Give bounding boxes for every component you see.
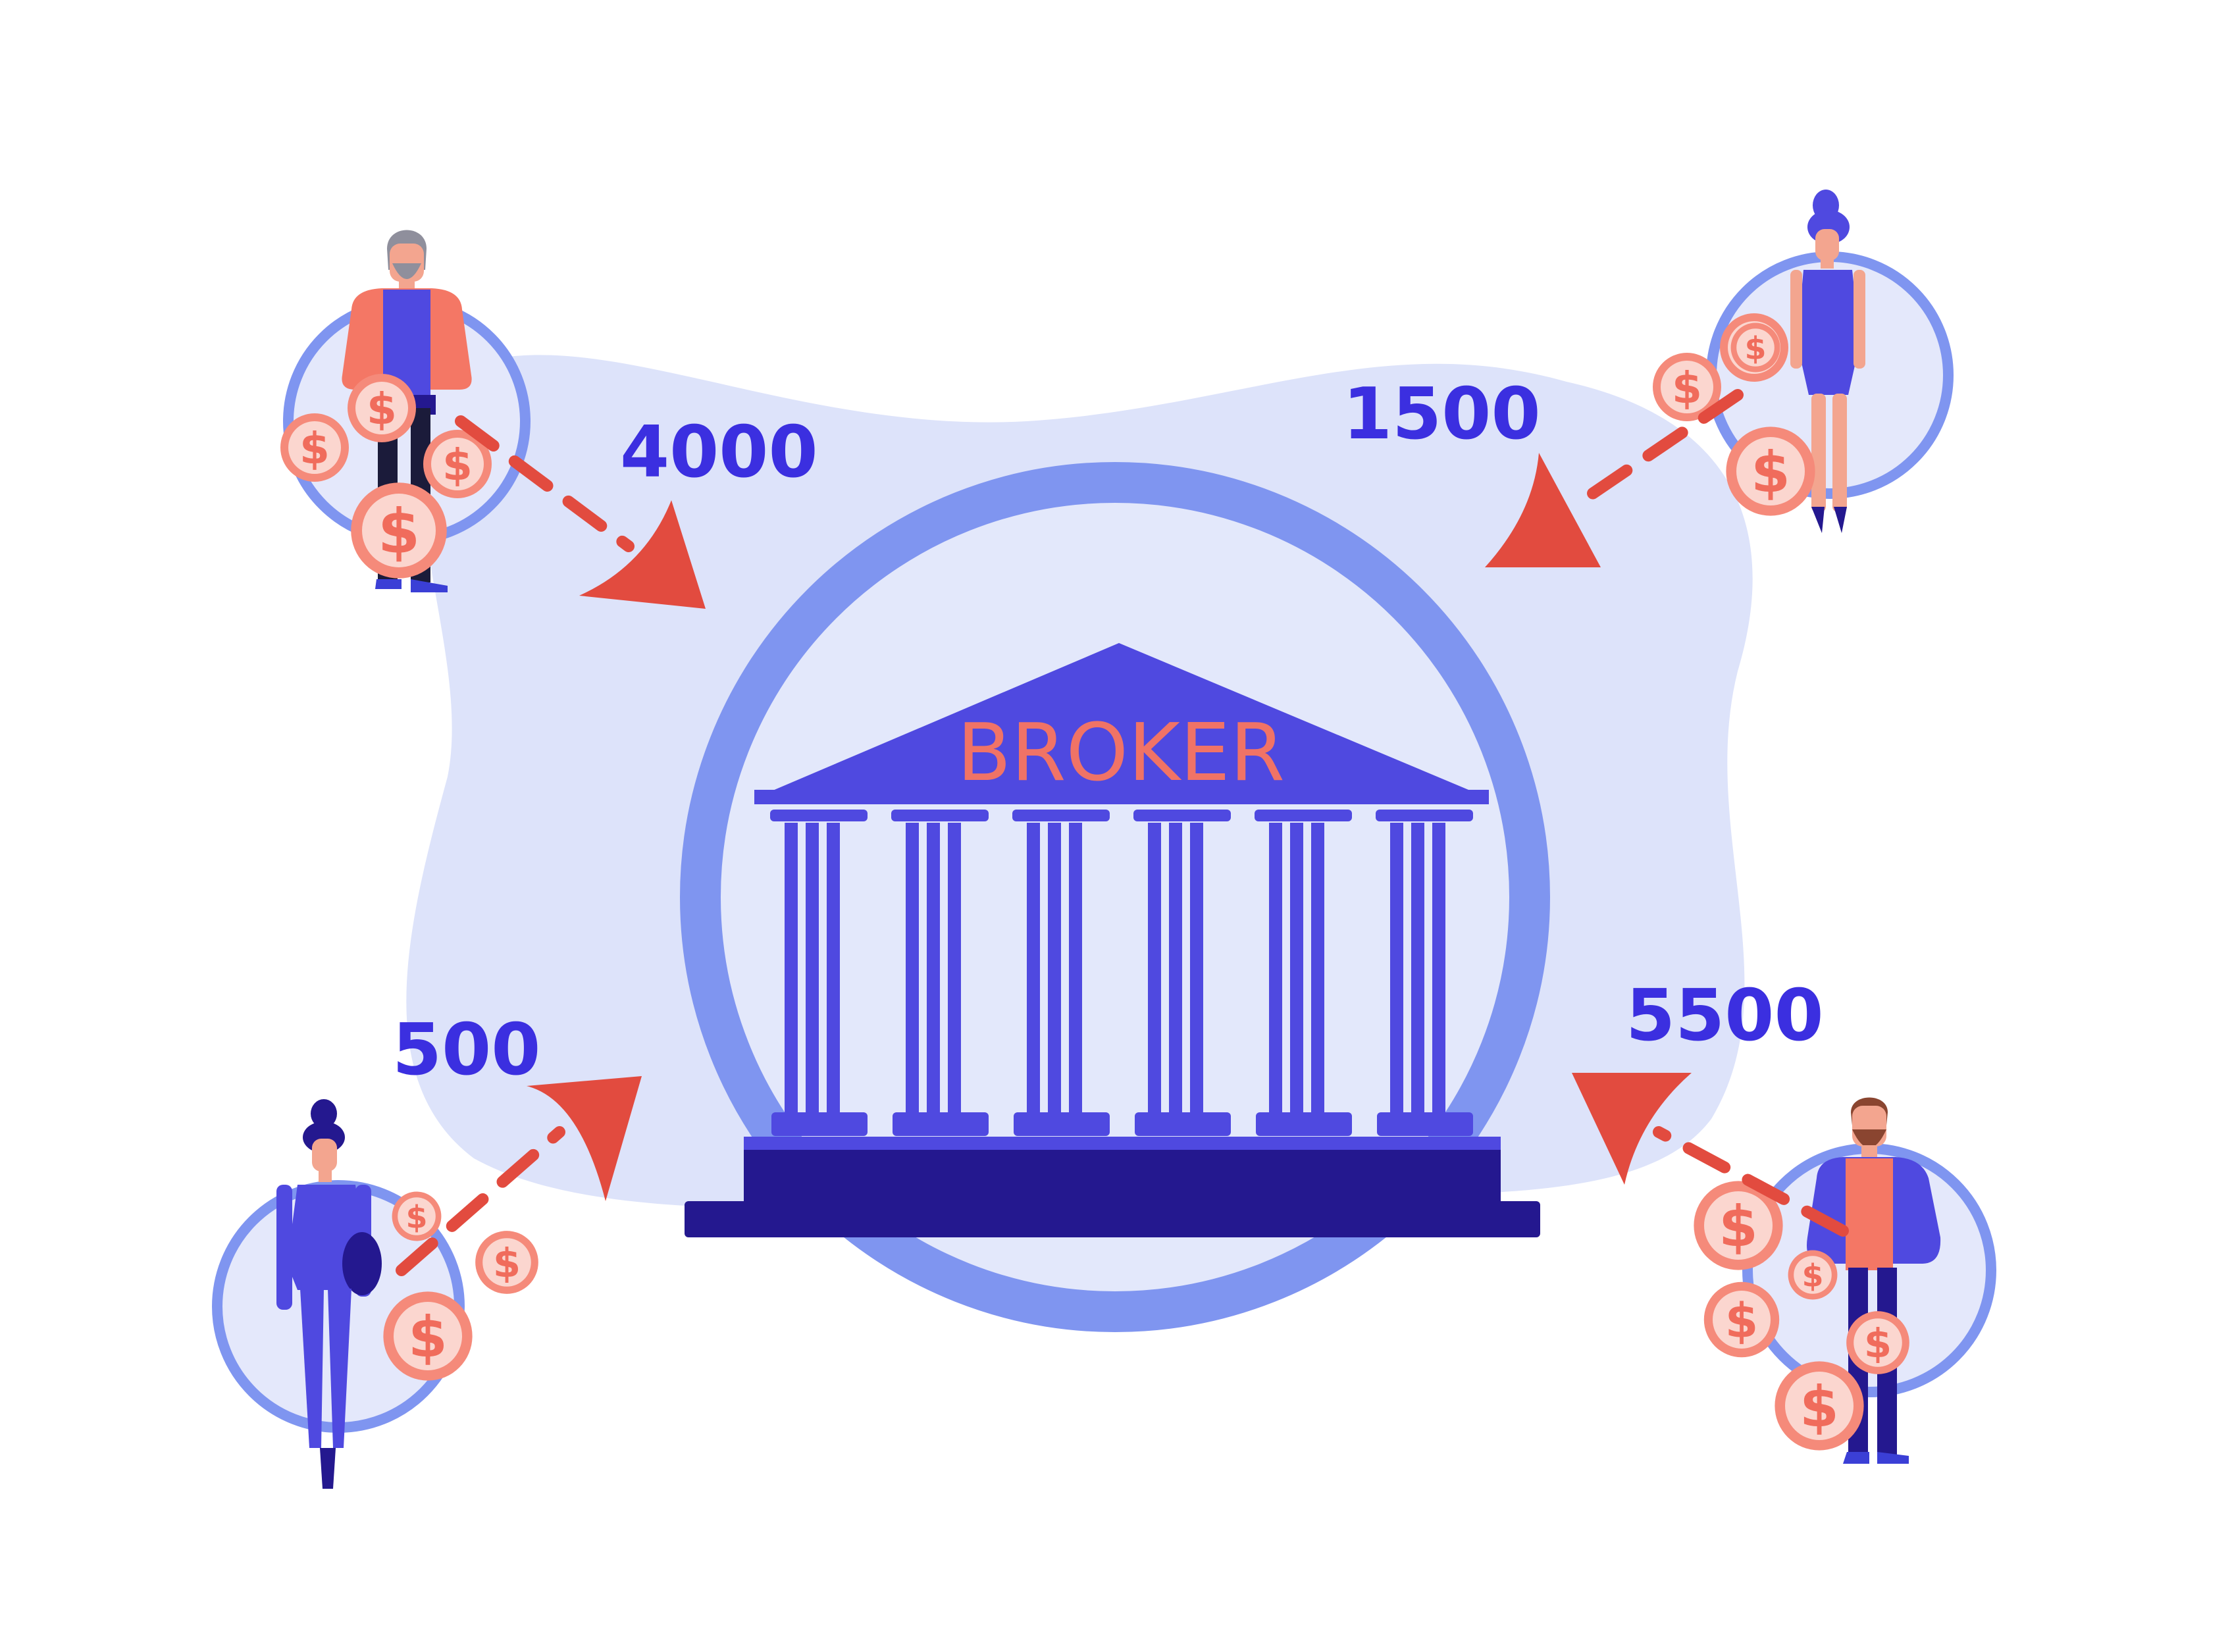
coin-icon <box>1730 323 1780 373</box>
bank-column <box>1012 810 1110 1136</box>
bank-column <box>891 810 989 1136</box>
bank-step-top <box>744 1137 1501 1150</box>
coin-icon <box>383 1291 473 1381</box>
bank-column <box>1376 810 1473 1136</box>
bank-step-base <box>685 1201 1540 1237</box>
amount-label: 1500 <box>1343 373 1541 455</box>
businesswoman-figure-icon <box>276 1099 382 1489</box>
flow-arrow-line <box>396 1126 565 1276</box>
arrow-head-icon <box>1485 453 1601 567</box>
bank-building-icon: BROKER <box>685 643 1540 1237</box>
amount-label: 4000 <box>620 411 818 494</box>
coin-icon <box>348 374 416 442</box>
woman-figure-icon <box>1790 190 1865 533</box>
coin-icon <box>351 482 447 579</box>
amount-label: 500 <box>392 1009 540 1091</box>
arrow-head-icon <box>1572 1073 1692 1185</box>
bank-column <box>1133 810 1231 1136</box>
arrow-head-icon <box>579 500 706 609</box>
coin-icon <box>280 413 349 482</box>
flow-arrow-line <box>1567 389 1744 513</box>
bank-column <box>770 810 868 1136</box>
flow-arrow-line <box>455 415 635 552</box>
bank-column <box>1255 810 1352 1136</box>
bank-step-middle <box>744 1150 1501 1201</box>
investor-top-right: 1500 <box>1343 190 1954 567</box>
broker-label: BROKER <box>957 708 1285 799</box>
amount-label: 5500 <box>1626 975 1824 1057</box>
investor-top-left: 4000 <box>280 230 818 609</box>
arrow-head-icon <box>527 1076 642 1201</box>
bank-columns <box>770 810 1473 1136</box>
investor-bottom-right: 5500 <box>1572 975 1996 1464</box>
investor-bottom-left: 500 <box>212 1009 642 1489</box>
bank-roof <box>754 643 1489 798</box>
coin-icon <box>1846 1311 1909 1374</box>
coin-icon <box>1703 1281 1780 1358</box>
flow-arrow-line <box>1653 1126 1849 1237</box>
coin-icon <box>1788 1250 1838 1300</box>
coin-icon <box>1726 426 1815 516</box>
coin-icon <box>475 1231 538 1294</box>
coin-icon <box>392 1191 442 1241</box>
coin-icon <box>1775 1361 1864 1451</box>
